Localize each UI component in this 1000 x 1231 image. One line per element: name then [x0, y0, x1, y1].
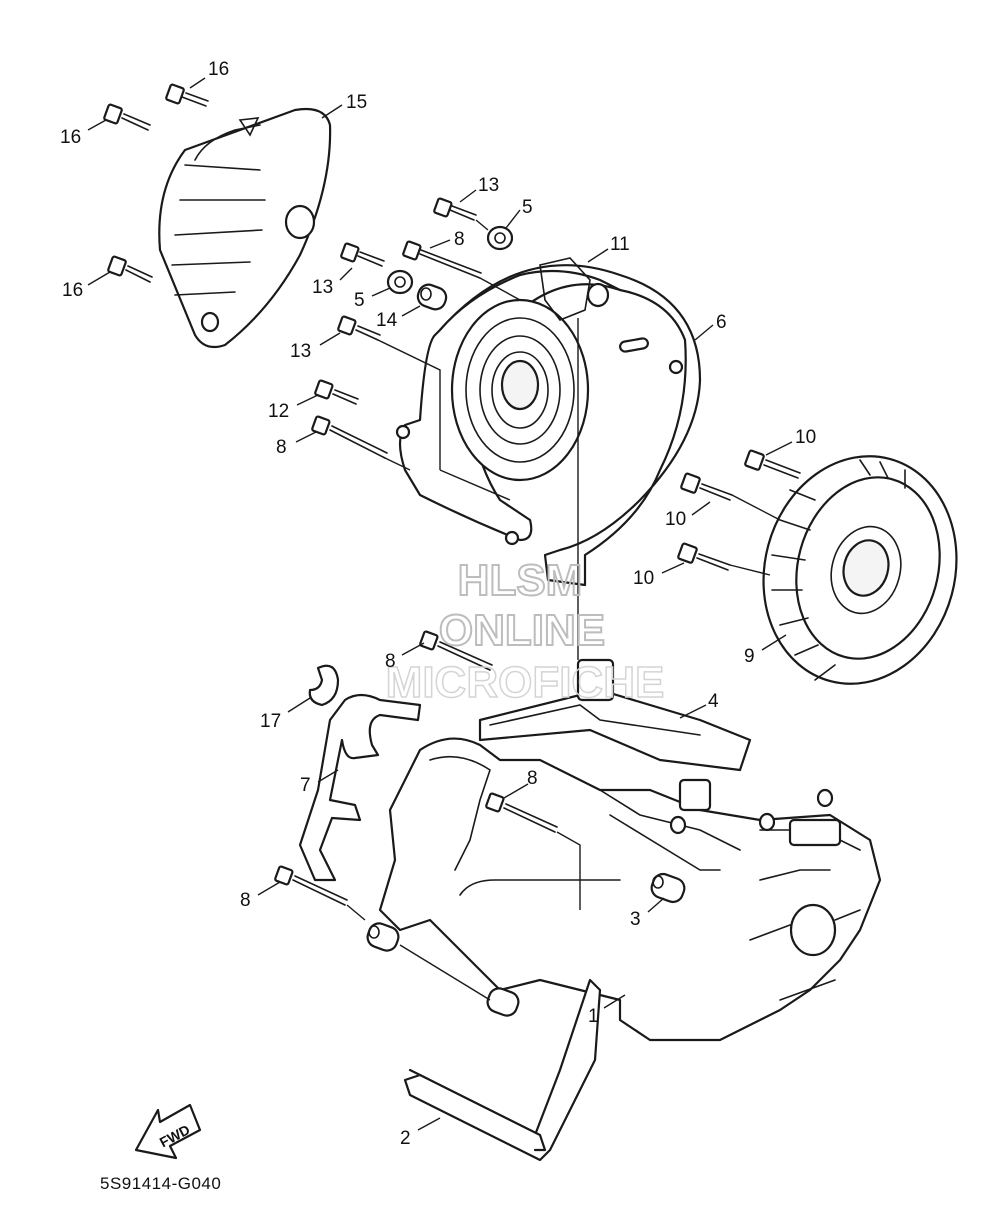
bolt-10-top[interactable]: [744, 449, 801, 479]
callout-12: 12: [268, 401, 289, 422]
bolt-16-bottom[interactable]: [107, 255, 153, 283]
bolt-10-middle[interactable]: [680, 472, 733, 501]
callout-7: 7: [300, 775, 311, 796]
bolt-16-middle[interactable]: [103, 103, 151, 131]
watermark-line-2: ONLINE: [439, 606, 605, 655]
callout-8-upper-middle: 8: [385, 651, 396, 672]
grommet-bottom[interactable]: [485, 986, 521, 1019]
grommet-left[interactable]: [365, 921, 401, 954]
bolt-12[interactable]: [314, 379, 359, 405]
callout-10-top: 10: [795, 427, 816, 448]
callout-8-left: 8: [276, 437, 287, 458]
watermark-line-1: HLSM: [458, 556, 583, 605]
callout-16-top: 16: [208, 59, 229, 80]
collar-part-14[interactable]: [415, 282, 449, 312]
bolt-8-lower-left[interactable]: [274, 865, 348, 906]
fan-housing-part-6[interactable]: [395, 257, 702, 587]
callout-16-bottom: 16: [62, 280, 83, 301]
callout-10-bottom: 10: [633, 568, 654, 589]
forward-direction-arrow-icon: FWD: [134, 1103, 202, 1160]
seal-strip-part-2[interactable]: [403, 978, 602, 1162]
bolt-13-middle[interactable]: [340, 242, 385, 267]
callout-13-top: 13: [478, 175, 499, 196]
seal-part-7[interactable]: [298, 693, 422, 882]
watermark: HLSM ONLINE MICROFICHE: [385, 555, 665, 708]
lower-case-part-1[interactable]: [378, 737, 882, 1042]
clip-part-17[interactable]: [308, 664, 340, 707]
bolt-8-upper-middle[interactable]: [419, 630, 493, 671]
cooling-fan-part-9[interactable]: [738, 434, 981, 705]
callout-8-lower-left: 8: [240, 890, 251, 911]
diagram-code: 5S91414-G040: [100, 1174, 221, 1193]
bolt-8-left-long[interactable]: [311, 415, 388, 459]
callout-10-middle: 10: [665, 509, 686, 530]
bolt-8-upper-long[interactable]: [402, 240, 482, 279]
bolt-13-top[interactable]: [433, 197, 477, 221]
top-cover-part-4[interactable]: [478, 658, 752, 772]
callout-14: 14: [376, 310, 398, 331]
callout-4: 4: [708, 691, 719, 712]
callout-5-middle: 5: [354, 290, 365, 311]
callout-3: 3: [630, 909, 641, 930]
callout-8-top: 8: [454, 229, 465, 250]
callout-6: 6: [716, 312, 727, 333]
washer-part-5-middle[interactable]: [386, 269, 414, 295]
bolt-8-center[interactable]: [485, 792, 558, 833]
callout-13-lower: 13: [290, 341, 311, 362]
bolt-13-lower[interactable]: [337, 315, 381, 341]
grommet-part-3[interactable]: [649, 871, 687, 904]
callout-16-middle: 16: [60, 127, 81, 148]
callout-8-center: 8: [527, 768, 538, 789]
bolt-10-bottom[interactable]: [677, 542, 731, 571]
callout-1: 1: [588, 1006, 599, 1027]
washer-part-5-top[interactable]: [486, 225, 514, 251]
callout-5-top: 5: [522, 197, 533, 218]
callouts: 16 16 16 15 13 5 8 11 13 5 14 6: [60, 59, 816, 1149]
callout-11: 11: [610, 234, 630, 255]
watermark-line-3: MICROFICHE: [386, 658, 665, 707]
callout-13-middle: 13: [312, 277, 333, 298]
callout-15: 15: [346, 92, 367, 113]
callout-2: 2: [400, 1128, 411, 1149]
bolt-16-top[interactable]: [165, 83, 209, 107]
callout-9: 9: [744, 646, 755, 667]
shroud-cover-part-15[interactable]: [158, 107, 332, 349]
callout-17: 17: [260, 711, 281, 732]
